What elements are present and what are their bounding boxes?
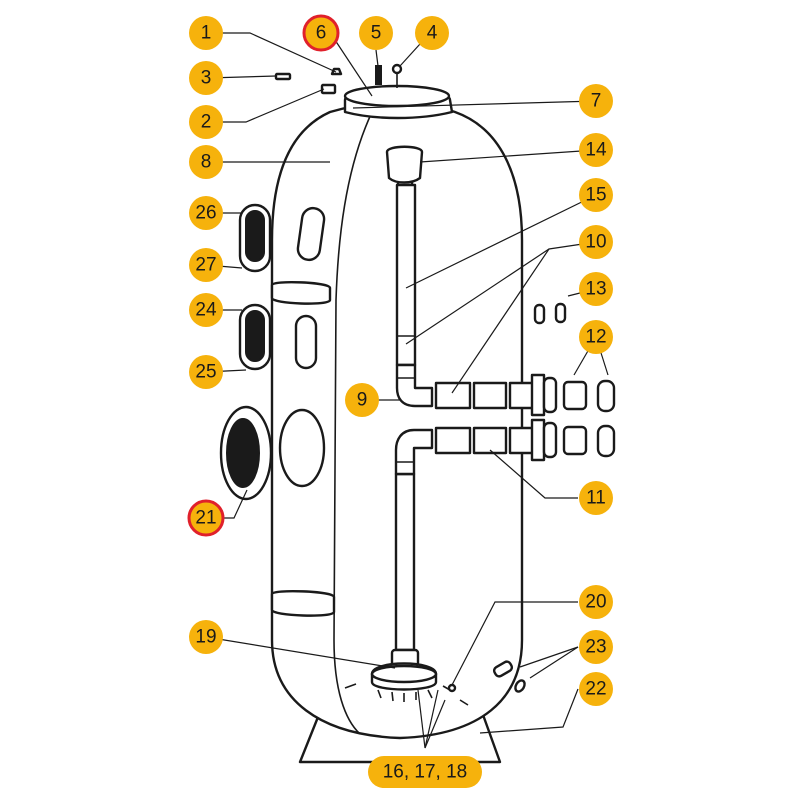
small-parts xyxy=(274,67,343,95)
callout-3-label: 3 xyxy=(201,68,212,89)
callout-12: 12 xyxy=(579,320,613,354)
callout-13: 13 xyxy=(579,272,613,306)
callout-9: 9 xyxy=(345,383,379,417)
callout-23-label: 23 xyxy=(585,637,606,658)
callout-8-label: 8 xyxy=(201,152,212,173)
callout-27-label: 27 xyxy=(195,255,216,276)
callout-8: 8 xyxy=(189,145,223,179)
callout-22: 22 xyxy=(579,672,613,706)
callout-25-label: 25 xyxy=(195,362,216,383)
callout-6: 6 xyxy=(302,14,340,52)
callout-20-label: 20 xyxy=(585,592,606,613)
gaskets xyxy=(533,302,567,325)
callout-14: 14 xyxy=(579,133,613,167)
callout-21: 21 xyxy=(187,499,225,537)
callout-9-label: 9 xyxy=(357,390,368,411)
callout-15-label: 15 xyxy=(585,185,606,206)
callout-19-label: 19 xyxy=(195,627,216,648)
callout-20: 20 xyxy=(579,585,613,619)
drain-fittings xyxy=(447,660,526,693)
upper-elbow xyxy=(395,363,434,408)
callout-2-label: 2 xyxy=(201,112,212,133)
callout-4: 4 xyxy=(415,16,449,50)
callout-24-label: 24 xyxy=(195,300,217,321)
bottom-diffuser xyxy=(370,648,438,691)
manhole-cover xyxy=(219,405,273,501)
tank-slots xyxy=(278,206,326,488)
upper-connector-row xyxy=(434,373,616,417)
callout-10-label: 10 xyxy=(585,232,606,253)
callout-4-label: 4 xyxy=(427,23,438,44)
callout-15: 15 xyxy=(579,178,613,212)
sight-glasses xyxy=(238,203,272,371)
callout-1: 1 xyxy=(189,16,223,50)
central-pipe xyxy=(394,183,417,652)
callout-23: 23 xyxy=(579,630,613,664)
callout-19: 19 xyxy=(189,620,223,654)
laterals xyxy=(344,683,469,706)
callout-5-label: 5 xyxy=(371,23,382,44)
callout-12-label: 12 xyxy=(585,327,606,348)
lower-elbow xyxy=(394,428,434,476)
callout-2: 2 xyxy=(189,105,223,139)
vent-fittings xyxy=(375,63,403,88)
callout-11-label: 11 xyxy=(586,488,606,509)
callout-16-17-18: 16, 17, 18 xyxy=(368,756,482,788)
callout-5: 5 xyxy=(359,16,393,50)
callout-1-label: 1 xyxy=(201,23,212,44)
callout-26-label: 26 xyxy=(195,203,216,224)
callout-27: 27 xyxy=(189,248,223,282)
tank-lid xyxy=(343,84,454,120)
callout-10: 10 xyxy=(579,225,613,259)
callout-11: 11 xyxy=(579,481,613,515)
callout-25: 25 xyxy=(189,355,223,389)
callout-7: 7 xyxy=(579,84,613,118)
callout-24: 24 xyxy=(189,293,223,327)
callout-7-label: 7 xyxy=(591,91,602,112)
callout-26: 26 xyxy=(189,196,223,230)
lower-connector-row xyxy=(434,418,616,462)
callout-16-17-18-label: 16, 17, 18 xyxy=(383,762,468,783)
callout-21-label: 21 xyxy=(195,508,216,529)
callout-6-label: 6 xyxy=(316,23,327,44)
callout-14-label: 14 xyxy=(585,140,607,161)
callout-13-label: 13 xyxy=(585,279,606,300)
callout-22-label: 22 xyxy=(585,679,606,700)
callout-3: 3 xyxy=(189,61,223,95)
